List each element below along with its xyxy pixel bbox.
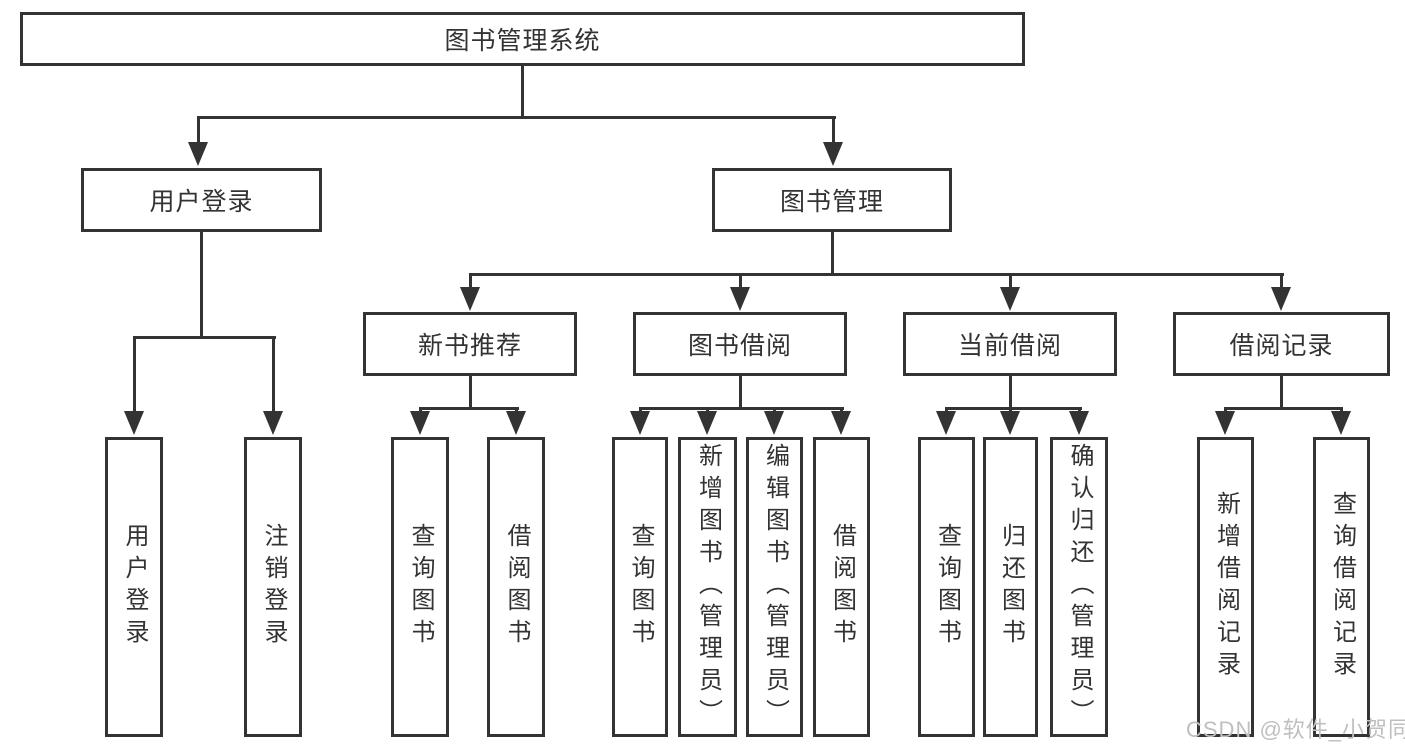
node-book-management: 图书管理 bbox=[712, 168, 952, 232]
leaf-nb-query-books: 查询图书 bbox=[391, 437, 449, 737]
arrow-down-icon bbox=[1000, 287, 1020, 311]
arrow-down-icon bbox=[823, 142, 843, 166]
arrow-down-icon bbox=[1271, 287, 1291, 311]
arrow-down-icon bbox=[936, 411, 956, 435]
leaf-cb-return-books: 归还图书 bbox=[983, 437, 1038, 737]
arrow-down-icon bbox=[1331, 411, 1351, 435]
leaf-bb-borrow-books: 借阅图书 bbox=[813, 437, 870, 737]
connector-line bbox=[469, 273, 472, 291]
arrow-down-icon bbox=[263, 411, 283, 435]
leaf-user-login: 用户登录 bbox=[105, 437, 163, 737]
connector-line bbox=[1280, 273, 1283, 291]
arrow-down-icon bbox=[460, 287, 480, 311]
arrow-down-icon bbox=[831, 411, 851, 435]
connector-line bbox=[133, 336, 136, 416]
arrow-down-icon bbox=[697, 411, 717, 435]
leaf-bb-borrow-books-label: 借阅图书 bbox=[828, 523, 856, 651]
node-root-label: 图书管理系统 bbox=[444, 27, 601, 55]
node-root: 图书管理系统 bbox=[20, 12, 1025, 66]
leaf-cb-query-books: 查询图书 bbox=[918, 437, 975, 737]
leaf-br-add-record-label: 新增借阅记录 bbox=[1212, 491, 1240, 683]
leaf-nb-borrow-books: 借阅图书 bbox=[487, 437, 545, 737]
node-book-borrow-label: 图书借阅 bbox=[687, 332, 792, 360]
leaf-cb-confirm-return: 确认归还（管理员） bbox=[1050, 437, 1108, 737]
connector-line bbox=[832, 116, 835, 148]
arrow-down-icon bbox=[124, 411, 144, 435]
connector-line bbox=[197, 116, 200, 148]
leaf-bb-edit-books-label: 编辑图书（管理员） bbox=[761, 443, 789, 731]
leaf-bb-add-books: 新增图书（管理员） bbox=[678, 437, 737, 737]
connector-line bbox=[1224, 407, 1343, 410]
connector-line bbox=[469, 374, 472, 410]
node-borrow-records-label: 借阅记录 bbox=[1229, 332, 1334, 360]
arrow-down-icon bbox=[730, 287, 750, 311]
connector-line bbox=[945, 407, 1082, 410]
leaf-cb-confirm-return-label: 确认归还（管理员） bbox=[1066, 443, 1093, 731]
connector-line bbox=[739, 374, 742, 410]
connector-line bbox=[831, 230, 834, 276]
arrow-down-icon bbox=[410, 411, 430, 435]
node-user-login: 用户登录 bbox=[81, 168, 322, 232]
arrow-down-icon bbox=[1215, 411, 1235, 435]
node-user-login-label: 用户登录 bbox=[149, 188, 254, 216]
connector-line bbox=[1009, 273, 1012, 291]
leaf-br-add-record: 新增借阅记录 bbox=[1197, 437, 1254, 737]
node-borrow-records: 借阅记录 bbox=[1173, 312, 1390, 376]
leaf-cb-return-books-label: 归还图书 bbox=[997, 523, 1025, 651]
leaf-cb-query-books-label: 查询图书 bbox=[933, 523, 961, 651]
node-current-borrow-label: 当前借阅 bbox=[957, 332, 1062, 360]
connector-line bbox=[639, 407, 844, 410]
connector-line bbox=[200, 230, 203, 339]
node-new-book-recommend: 新书推荐 bbox=[363, 312, 577, 376]
leaf-br-query-record-label: 查询借阅记录 bbox=[1328, 491, 1356, 683]
leaf-logout-label: 注销登录 bbox=[260, 523, 287, 651]
arrow-down-icon bbox=[630, 411, 650, 435]
connector-line bbox=[1280, 374, 1283, 410]
connector-line bbox=[469, 273, 1284, 276]
leaf-bb-query-books: 查询图书 bbox=[612, 437, 668, 737]
leaf-user-login-label: 用户登录 bbox=[121, 523, 148, 651]
connector-line bbox=[197, 116, 836, 119]
connector-line bbox=[419, 407, 519, 410]
node-book-borrow: 图书借阅 bbox=[633, 312, 847, 376]
connector-line bbox=[521, 64, 524, 119]
node-current-borrow: 当前借阅 bbox=[903, 312, 1117, 376]
leaf-nb-borrow-books-label: 借阅图书 bbox=[503, 523, 530, 651]
node-new-book-recommend-label: 新书推荐 bbox=[417, 332, 522, 360]
leaf-br-query-record: 查询借阅记录 bbox=[1313, 437, 1370, 737]
connector-line bbox=[133, 336, 276, 339]
arrow-down-icon bbox=[764, 411, 784, 435]
arrow-down-icon bbox=[188, 142, 208, 166]
arrow-down-icon bbox=[1000, 411, 1020, 435]
arrow-down-icon bbox=[1069, 411, 1089, 435]
arrow-down-icon bbox=[506, 411, 526, 435]
leaf-logout: 注销登录 bbox=[244, 437, 302, 737]
leaf-bb-query-books-label: 查询图书 bbox=[627, 523, 654, 651]
watermark: CSDN @软件_小贺同学 bbox=[1186, 717, 1405, 742]
connector-line bbox=[739, 273, 742, 291]
leaf-nb-query-books-label: 查询图书 bbox=[407, 523, 434, 651]
connector-line bbox=[1009, 374, 1012, 410]
connector-line bbox=[272, 336, 275, 416]
leaf-bb-edit-books: 编辑图书（管理员） bbox=[746, 437, 803, 737]
leaf-bb-add-books-label: 新增图书（管理员） bbox=[694, 443, 722, 731]
node-book-management-label: 图书管理 bbox=[779, 188, 884, 216]
